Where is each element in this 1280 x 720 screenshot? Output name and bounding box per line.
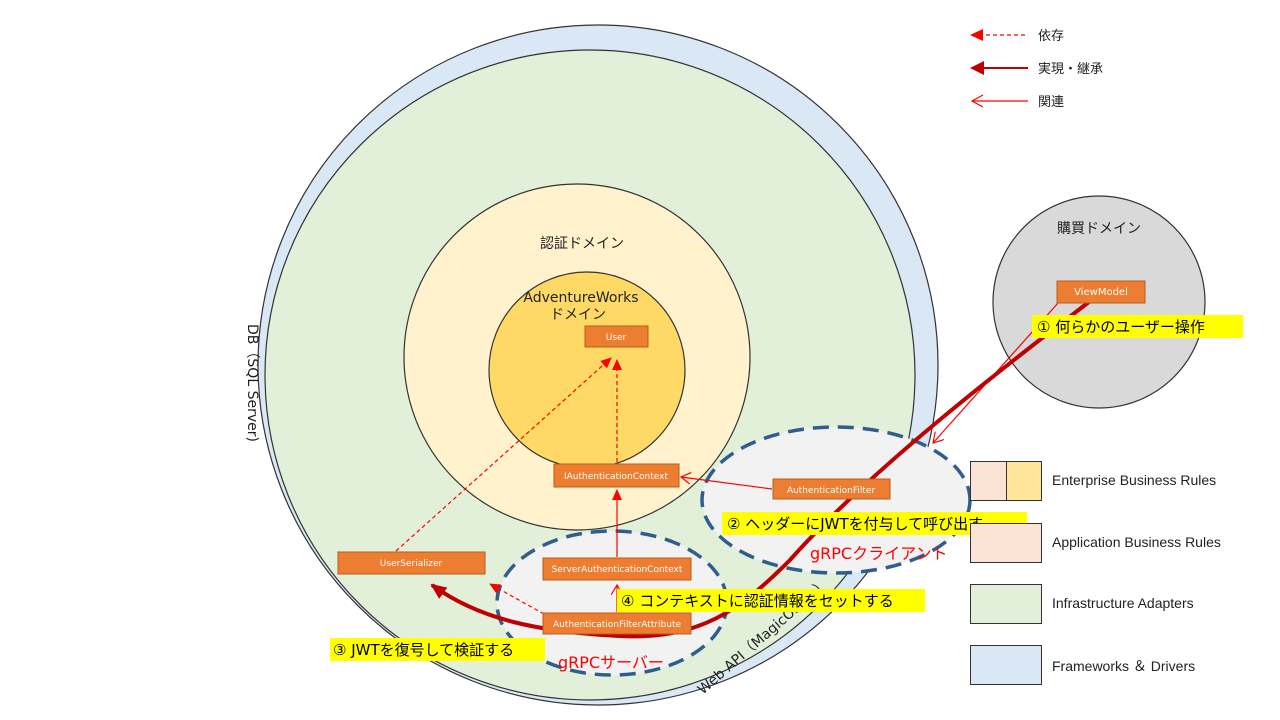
step2-highlight xyxy=(722,512,1027,535)
legend-association-label: 関連 xyxy=(1038,95,1064,110)
user-serializer-box[interactable]: UserSerializer xyxy=(337,551,486,575)
authentication-filter-attribute-box[interactable]: AuthenticationFilterAttribute xyxy=(542,612,692,635)
auth-domain-label: 認証ドメイン xyxy=(540,236,624,252)
step4-highlight xyxy=(617,589,925,612)
legend-frameworks-swatch xyxy=(970,645,1042,685)
legend-realization-label: 実現・継承 xyxy=(1038,61,1103,77)
iauthentication-context-box[interactable]: IAuthenticationContext xyxy=(553,463,680,488)
viewmodel-label: ViewModel xyxy=(1074,287,1128,298)
legend-enterprise-label: Enterprise Business Rules xyxy=(1052,472,1217,488)
iauthentication-context-label: IAuthenticationContext xyxy=(564,472,668,482)
adventureworks-domain-label-line2: ドメイン xyxy=(550,307,606,323)
legend-dependency: 依存 xyxy=(970,29,1064,44)
server-authentication-context-label: ServerAuthenticationContext xyxy=(552,565,683,575)
step3-highlight xyxy=(330,638,545,661)
association-arrow-authfilter-iauth xyxy=(681,477,773,490)
adventureworks-domain-label: AdventureWorks xyxy=(523,290,638,306)
dependency-arrow-filterattr-serializer xyxy=(489,583,545,615)
dependency-arrow-serializer-user xyxy=(395,357,612,552)
legend-dependency-label: 依存 xyxy=(1038,29,1064,44)
user-serializer-label: UserSerializer xyxy=(380,559,443,569)
step1-label: ① 何らかのユーザー操作 xyxy=(1037,318,1205,336)
authentication-filter-box[interactable]: AuthenticationFilter xyxy=(772,478,891,500)
legend-realization: 実現・継承 xyxy=(970,61,1103,77)
server-authentication-context-box[interactable]: ServerAuthenticationContext xyxy=(542,557,692,581)
legend-infrastructure-swatch xyxy=(970,584,1042,624)
legend-application: Application Business Rules xyxy=(970,523,1270,565)
grpc-server-label: gRPCサーバー xyxy=(558,653,664,672)
step4-label: ④ コンテキストに認証情報をセットする xyxy=(621,592,894,610)
user-box-label: User xyxy=(606,333,627,343)
user-box[interactable]: User xyxy=(584,325,649,348)
step3-label: ③ JWTを復号して検証する xyxy=(333,641,514,659)
purchase-domain-label: 購買ドメイン xyxy=(1057,221,1141,237)
viewmodel-box[interactable]: ViewModel xyxy=(1056,280,1146,304)
legend-application-swatch xyxy=(970,523,1042,563)
authentication-filter-attribute-label: AuthenticationFilterAttribute xyxy=(553,620,682,630)
authentication-filter-label: AuthenticationFilter xyxy=(787,486,876,496)
frameworks-layer-label: DB（SQL Server) xyxy=(244,324,260,442)
legend-frameworks-label: Frameworks ＆ Drivers xyxy=(1052,658,1196,674)
legend-frameworks: Frameworks ＆ Drivers xyxy=(970,645,1270,687)
grpc-client-label: gRPCクライアント xyxy=(810,544,947,563)
legend-infrastructure-label: Infrastructure Adapters xyxy=(1052,595,1194,611)
legend-association: 関連 xyxy=(970,94,1064,110)
step1-highlight xyxy=(1032,315,1243,338)
legend-application-label: Application Business Rules xyxy=(1052,534,1221,550)
step2-label: ② ヘッダーにJWTを付与して呼び出す xyxy=(727,515,983,533)
legend-enterprise: Enterprise Business Rules xyxy=(970,461,1270,503)
legend-infrastructure: Infrastructure Adapters xyxy=(970,584,1270,626)
legend-enterprise-swatch xyxy=(970,461,1042,501)
